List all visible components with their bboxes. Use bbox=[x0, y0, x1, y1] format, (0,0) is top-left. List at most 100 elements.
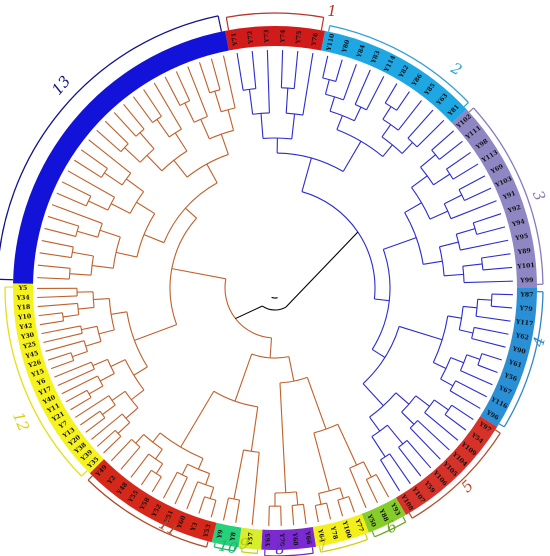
tree-branch-edge bbox=[293, 51, 299, 89]
tree-branch-arc bbox=[381, 136, 403, 154]
tree-branch-edge bbox=[67, 170, 115, 198]
leaf-label: Y95 bbox=[514, 233, 529, 243]
tree-branch-edge bbox=[41, 240, 74, 248]
tree-branch-edge bbox=[131, 389, 145, 401]
tree-branch-arc bbox=[193, 115, 208, 123]
clade-number-5: 5 bbox=[458, 476, 477, 496]
tree-branch-edge bbox=[460, 370, 493, 386]
tree-branch-edge bbox=[133, 366, 148, 376]
tree-branch-edge bbox=[77, 230, 98, 238]
tree-branch-arc bbox=[136, 213, 156, 258]
leaf-label: Y117 bbox=[514, 318, 533, 327]
clade-arc-tick-end-9 bbox=[241, 547, 243, 552]
tree-branch-arc bbox=[371, 249, 391, 350]
leaf-label: Y3 bbox=[189, 522, 199, 533]
tree-branch-edge bbox=[104, 120, 129, 145]
tree-branch-arc bbox=[443, 203, 452, 219]
leaf-label: Y66 bbox=[303, 530, 312, 545]
tree-branch-edge bbox=[174, 477, 188, 505]
tree-branch-edge bbox=[371, 348, 386, 358]
tree-branch-edge bbox=[210, 58, 221, 90]
clade-band-2 bbox=[321, 30, 467, 123]
tree-branch-edge bbox=[337, 423, 358, 466]
leaf-label: Y30 bbox=[20, 331, 36, 341]
tree-branch-edge bbox=[57, 368, 95, 387]
tree-branch-edge bbox=[279, 382, 287, 493]
tree-branches bbox=[36, 50, 513, 526]
tree-branch-arc bbox=[107, 196, 116, 211]
tree-branch-arc bbox=[444, 404, 453, 415]
leaf-label: Y7 bbox=[57, 420, 69, 431]
clade-arc-tick-10 bbox=[233, 546, 236, 551]
tree-branch-edge bbox=[444, 414, 467, 431]
tree-branch-arc bbox=[108, 298, 115, 330]
tree-branch-edge bbox=[173, 159, 188, 178]
tree-branch-arc bbox=[85, 195, 92, 207]
tree-branch-arc bbox=[366, 473, 377, 481]
leaf-label: Y25 bbox=[22, 341, 37, 351]
leaf-label: Y70 bbox=[278, 532, 285, 547]
tree-branch-edge bbox=[463, 305, 478, 309]
tree-branch-edge bbox=[236, 52, 244, 91]
tree-branch-edge bbox=[449, 390, 481, 409]
tree-branch-edge bbox=[65, 389, 88, 403]
tree-branch-edge bbox=[401, 142, 413, 154]
tree-branch-edge bbox=[91, 264, 114, 269]
tree-branch-edge bbox=[143, 234, 165, 244]
leaf-label: Y8 bbox=[229, 532, 238, 543]
tree-branch-edge bbox=[111, 390, 126, 401]
leaf-label: Y2 bbox=[106, 474, 118, 486]
tree-branch-edge bbox=[174, 132, 188, 152]
clade-band-6 bbox=[361, 497, 406, 533]
leaf-label: Y76 bbox=[310, 32, 319, 47]
leaf-label: Y45 bbox=[24, 350, 39, 360]
tree-branch-arc bbox=[251, 353, 289, 359]
tree-branch-edge bbox=[88, 200, 109, 211]
tree-branch-arc bbox=[143, 434, 163, 450]
tree-branch-arc bbox=[382, 118, 399, 131]
tree-branch-edge bbox=[251, 51, 257, 89]
tree-branch-arc bbox=[462, 266, 465, 283]
clade-number-8: 8 bbox=[275, 540, 285, 556]
clade-band-5 bbox=[396, 416, 498, 515]
leaf-label: Y42 bbox=[18, 322, 33, 331]
tree-branch-arc bbox=[354, 104, 367, 111]
tree-branch-edge bbox=[51, 204, 103, 224]
tree-branch-edge bbox=[175, 71, 191, 101]
tree-branch-edge bbox=[88, 139, 132, 174]
tree-branch-edge bbox=[475, 315, 511, 322]
tree-branch-edge bbox=[143, 89, 162, 117]
tree-branch-edge bbox=[415, 395, 430, 407]
tree-branch-edge bbox=[491, 305, 513, 309]
tree-branch-arc bbox=[404, 212, 424, 265]
tree-branch-edge bbox=[124, 147, 141, 163]
tree-branch-edge bbox=[135, 434, 144, 444]
tree-branch-edge bbox=[99, 229, 121, 238]
tree-branch-edge bbox=[110, 203, 131, 214]
tree-branch-edge bbox=[411, 175, 428, 188]
clade-number-4: 4 bbox=[529, 335, 549, 350]
tree-branch-edge bbox=[363, 461, 372, 478]
tree-branch-edge bbox=[431, 130, 455, 151]
clade-arc-tick-13 bbox=[0, 278, 14, 281]
tree-branch-edge bbox=[72, 351, 88, 358]
leaf-label: Y89 bbox=[516, 247, 531, 256]
clade-band-8 bbox=[261, 527, 316, 550]
tree-branch-arc bbox=[83, 340, 88, 352]
clade-arc-tick-end-7 bbox=[319, 546, 322, 553]
tree-branch-arc bbox=[90, 255, 94, 276]
clade-band-10 bbox=[211, 522, 242, 548]
tree-branch-arc bbox=[124, 359, 145, 391]
tree-branch-edge bbox=[452, 163, 479, 180]
leaf-label: Y6 bbox=[35, 378, 47, 388]
tree-branch-arc bbox=[362, 326, 400, 385]
tree-branch-edge bbox=[99, 373, 115, 382]
tree-branch-edge bbox=[251, 452, 260, 525]
tree-branch-edge bbox=[456, 228, 476, 235]
tree-branch-arc bbox=[169, 217, 198, 325]
tree-branch-arc bbox=[186, 153, 229, 178]
clade-arc-4 bbox=[503, 291, 544, 428]
tree-branch-edge bbox=[464, 280, 513, 284]
tree-branch-edge bbox=[462, 263, 483, 267]
